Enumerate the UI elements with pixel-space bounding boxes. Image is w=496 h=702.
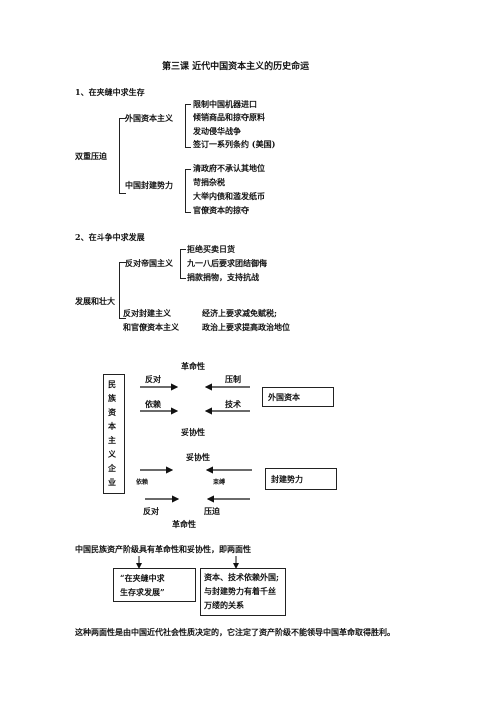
enterprise-char: 本 (108, 421, 116, 431)
depend-label: 依赖 (145, 399, 161, 409)
foreign-capitalism-label: 外国资本主义 (125, 113, 173, 123)
section2-root-bracket (119, 262, 126, 319)
anti-bureaucratic-note: 政治上要求提高政治地位 (202, 322, 290, 332)
summary-text: 中国民族资产阶级具有革命性和妥协性，即两面性 (75, 544, 251, 554)
anti-imperialism-label: 反对帝国主义 (125, 258, 173, 268)
oppress-label: 压制 (225, 374, 241, 384)
oppose-label: 反对 (145, 374, 161, 384)
section2-heading: 2、在斗争中求发展 (75, 232, 145, 242)
depend-label-2: 依赖 (136, 479, 149, 486)
oppress-label-2: 压迫 (204, 506, 220, 516)
foreign-bracket (185, 104, 191, 148)
page-title: 第三课 近代中国资本主义的历史命运 (162, 62, 310, 72)
summary-box-right-line: 与封建势力有着千丝 (204, 586, 276, 596)
foreign-item: 发动侵华战争 (193, 126, 241, 136)
summary-box-left (113, 568, 196, 602)
anti-bureaucratic-label: 和官僚资本主义 (123, 322, 179, 332)
tech-label: 技术 (225, 399, 241, 409)
summary-box-right (200, 568, 286, 616)
enterprise-char: 民 (108, 379, 116, 389)
foreign-item: 签订一系列条约 (美国) (193, 139, 276, 149)
section2-root-label: 发展和壮大 (75, 296, 115, 306)
enterprise-char: 资 (108, 407, 116, 417)
feudal-forces-label: 中国封建势力 (125, 180, 173, 190)
feudal-forces-box-label: 封建势力 (271, 474, 303, 484)
national-enterprise-box (103, 374, 125, 494)
enterprise-char: 业 (108, 477, 116, 487)
foreign-capital-label: 外国资本 (268, 392, 300, 402)
feudal-bracket (185, 169, 191, 213)
oppose-label-2: 反对 (143, 506, 159, 516)
revolutionary-label-top: 革命性 (181, 361, 205, 371)
bind-label: 束缚 (213, 479, 226, 486)
section1-heading: 1、在夹缝中求生存 (75, 87, 145, 97)
revolutionary-label-bottom: 革命性 (172, 519, 196, 529)
feudal-item: 大举内债和滥发纸币 (193, 191, 265, 201)
summary-box-right-line: 万缕的关系 (204, 600, 244, 610)
enterprise-char: 义 (108, 449, 116, 459)
summary-box-left-line: 生存求发展” (120, 587, 165, 597)
feudal-item: 清政府不承认其地位 (193, 163, 265, 173)
anti-feudalism-note: 经济上要求减免赋税; (202, 308, 277, 318)
foreign-item: 倾销商品和掠夺原料 (193, 112, 265, 122)
anti-imperialism-item: 九一八后要求团结御侮 (187, 258, 267, 268)
compromise-label-1: 妥协性 (181, 427, 205, 437)
summary-box-right-line: 资本、技术依赖外国; (204, 572, 279, 582)
anti-feudalism-label: 反对封建主义 (123, 308, 171, 318)
foreign-capital-box (262, 387, 334, 407)
enterprise-char: 企 (108, 463, 116, 473)
conclusion-text: 这种两面性是由中国近代社会性质决定的，它注定了资产阶级不能领导中国革命取得胜利。 (75, 627, 395, 637)
section1-root-label: 双重压迫 (75, 151, 107, 161)
anti-imperialism-item: 拒绝买卖日货 (187, 244, 235, 254)
section1-root-bracket (119, 118, 126, 194)
enterprise-char: 主 (108, 435, 116, 445)
anti-imperialism-item: 捐款捐物，支持抗战 (187, 272, 259, 282)
foreign-item: 限制中国机器进口 (193, 99, 257, 109)
compromise-label-2: 妥协性 (186, 452, 210, 462)
feudal-forces-box (265, 468, 337, 490)
feudal-item: 苛捐杂税 (193, 177, 225, 187)
anti-imperialism-bracket (180, 249, 186, 279)
feudal-item: 官僚资本的掠夺 (193, 205, 249, 215)
summary-box-left-line: “在夹缝中求 (120, 573, 165, 583)
enterprise-char: 族 (108, 393, 116, 403)
